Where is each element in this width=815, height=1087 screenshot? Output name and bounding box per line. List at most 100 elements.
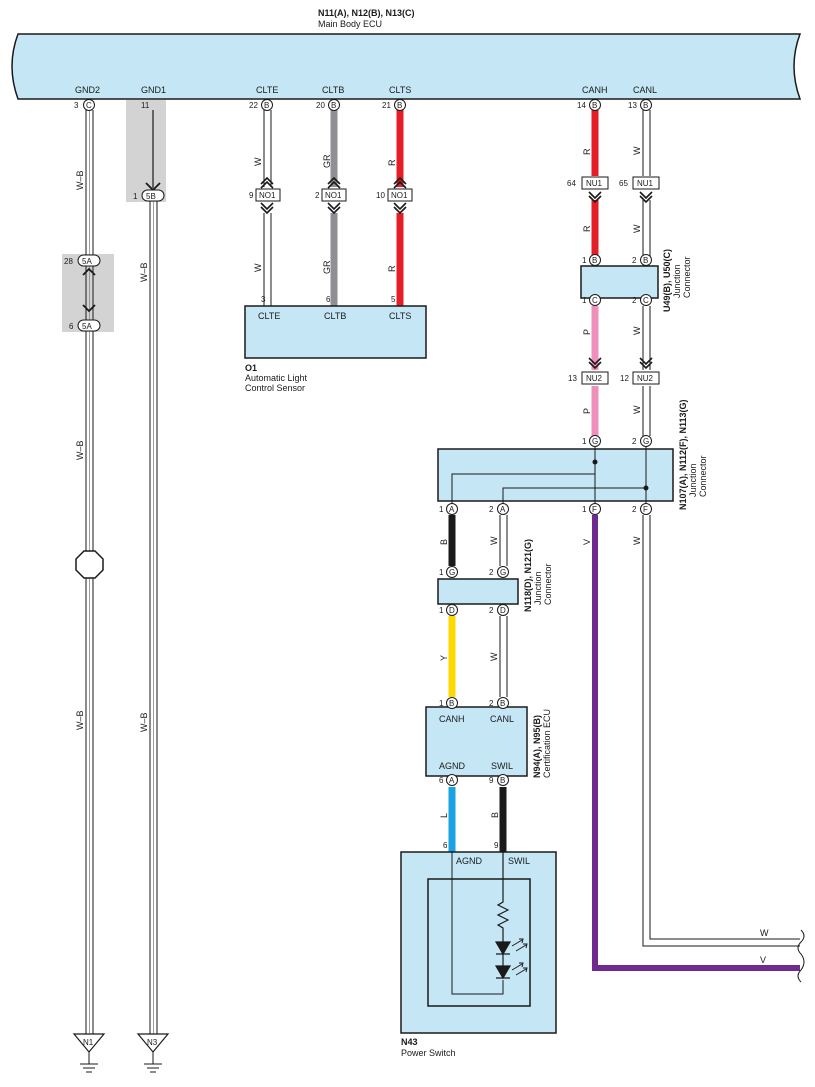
sensor-name-2: Control Sensor	[245, 383, 305, 393]
connector-nu1-row: NU1 NU1 64 65	[567, 176, 660, 204]
pin-letter-cltb: B	[331, 101, 336, 110]
wire-label-w-right: W	[760, 928, 769, 938]
switch-label-agnd: AGND	[456, 856, 483, 866]
pin-number-canh: 14	[577, 101, 586, 110]
switch-label-swil: SWIL	[508, 856, 530, 866]
splice-octagon-icon	[75, 550, 104, 579]
pin-number-clts: 21	[382, 101, 391, 110]
connector-no1-row: NO1 NO1 NO1 9 2 10	[249, 176, 413, 215]
n107-top-letter-1: G	[592, 437, 598, 446]
wire-label-gr-1: GR	[322, 154, 332, 168]
wire-label-p-2: P	[582, 408, 592, 414]
splice-5b-pin: 1	[133, 192, 138, 201]
u49-name-2: Connector	[682, 256, 692, 298]
no1-pin-1: 9	[249, 191, 254, 200]
wire-w-lower	[642, 515, 800, 947]
wire-v	[592, 515, 800, 971]
wire-label-w-lower: W	[632, 536, 642, 545]
u49-title: U49(B), U50(C)	[662, 249, 672, 312]
nu2-label-1: NU2	[586, 374, 603, 383]
ecu-pin-gnd1: GND1	[141, 85, 166, 95]
n107-bot-letter-2: A	[500, 505, 506, 514]
n107-name-2: Connector	[698, 455, 708, 497]
wire-label-l: L	[439, 813, 449, 818]
ecu-pin-letters: C B B B B B 3 11 22 20 21 14 13	[74, 101, 648, 110]
u49-bot-pin-1: 1	[582, 296, 587, 305]
n107-name-1: Junction	[688, 463, 698, 497]
wire-canl-w	[642, 110, 651, 436]
cert-label-swil: SWIL	[491, 761, 513, 771]
wire-label-w-cert: W	[489, 652, 499, 661]
n118-top-pin-2: 2	[489, 568, 494, 577]
u49-name-1: Junction	[672, 264, 682, 298]
u49-top-pin-2: 2	[632, 256, 637, 265]
wire-label-wb-2: W–B	[75, 440, 85, 460]
wire-label-v-right: V	[760, 955, 766, 965]
wire-label-w-canl-4: W	[632, 405, 642, 414]
pin-number-clte: 22	[249, 101, 258, 110]
wire-label-w-canl-1: W	[632, 146, 642, 155]
splice-5a-connector-bottom	[77, 319, 101, 332]
wire-label-v-1: V	[582, 539, 592, 545]
n118-top-letter-1: G	[449, 568, 455, 577]
n118-title: N118(D), N121(G)	[523, 539, 533, 612]
junction-n118: 1 G 2 G 1 D 2 D N118(D), N121(G) Junctio…	[437, 539, 553, 616]
sensor-name-1: Automatic Light	[245, 373, 308, 383]
wire-label-gr-2: GR	[322, 260, 332, 274]
u49-bot-letter-2: C	[643, 296, 649, 305]
ecu-pin-clts: CLTS	[389, 85, 411, 95]
wire-color-labels: W–B W–B W–B W–B W–B W W GR GR R R R R W …	[75, 146, 769, 965]
switch-id: N43	[401, 1037, 418, 1047]
ground-n3-label: N3	[147, 1038, 158, 1047]
u49-top-letter-1: B	[592, 256, 597, 265]
ecu-pin-terminals	[83, 99, 652, 111]
switch-pin-9: 9	[494, 841, 499, 850]
splice-5a-background	[62, 254, 114, 332]
wire-label-wb-5: W–B	[139, 712, 149, 732]
ecu-title: N11(A), N12(B), N13(C)	[318, 8, 415, 18]
wire-label-w-canl-3: W	[632, 326, 642, 335]
ecu-subtitle: Main Body ECU	[318, 19, 382, 29]
wire-label-r-canh-2: R	[582, 225, 592, 232]
ecu-pin-gnd2: GND2	[75, 85, 100, 95]
n107-bot-pin-2: 2	[489, 505, 494, 514]
splice-5b-background	[126, 100, 166, 202]
pin-letter-canh: B	[592, 101, 597, 110]
pin-number-gnd2: 3	[74, 101, 79, 110]
wire-label-r-clts-1: R	[387, 159, 397, 166]
cert-bot-pin-1: 6	[439, 776, 444, 785]
pin-number-gnd1: 11	[141, 101, 150, 110]
junction-u49: 1 B 2 B 1 C 2 C U49(B), U50(C) Junction …	[580, 249, 692, 312]
n107-top-letter-2: G	[643, 437, 649, 446]
switch-name: Power Switch	[401, 1048, 456, 1058]
n118-top-pin-1: 1	[439, 568, 444, 577]
no1-label-3: NO1	[391, 191, 408, 200]
splice-5a-connector-top	[77, 254, 101, 267]
n107-bot-pin-1: 1	[439, 505, 444, 514]
nu1-label-1: NU1	[586, 179, 603, 188]
cert-top-pin-1: 1	[439, 699, 444, 708]
wire-label-w-clte-2: W	[253, 263, 263, 272]
n118-name-2: Connector	[543, 563, 553, 605]
splice-5a-label-bottom: 5A	[82, 322, 92, 331]
n107-bot-letter-4: F	[643, 505, 648, 514]
ecu-pin-clte: CLTE	[256, 85, 278, 95]
ecu-pin-canh: CANH	[582, 85, 608, 95]
wire-w-cert	[499, 616, 508, 697]
wire-label-wb-4: W–B	[139, 262, 149, 282]
nu1-pin-65: 65	[619, 179, 628, 188]
no1-label-1: NO1	[259, 191, 276, 200]
wire-break-mark	[797, 929, 805, 983]
sensor-pin-3: 3	[261, 295, 266, 304]
switch-pin-6: 6	[443, 841, 448, 850]
wire-clte-w	[263, 110, 272, 306]
cert-title: N94(A), N95(B)	[532, 715, 542, 778]
led-icon-2	[494, 965, 512, 980]
n107-bot-pin-4: 2	[632, 505, 637, 514]
wire-label-w-canl-2: W	[632, 224, 642, 233]
cert-name: Certification ECU	[542, 709, 552, 778]
sensor-id: O1	[245, 363, 257, 373]
nu2-label-2: NU2	[637, 374, 654, 383]
wire-label-b-2: B	[490, 812, 500, 818]
